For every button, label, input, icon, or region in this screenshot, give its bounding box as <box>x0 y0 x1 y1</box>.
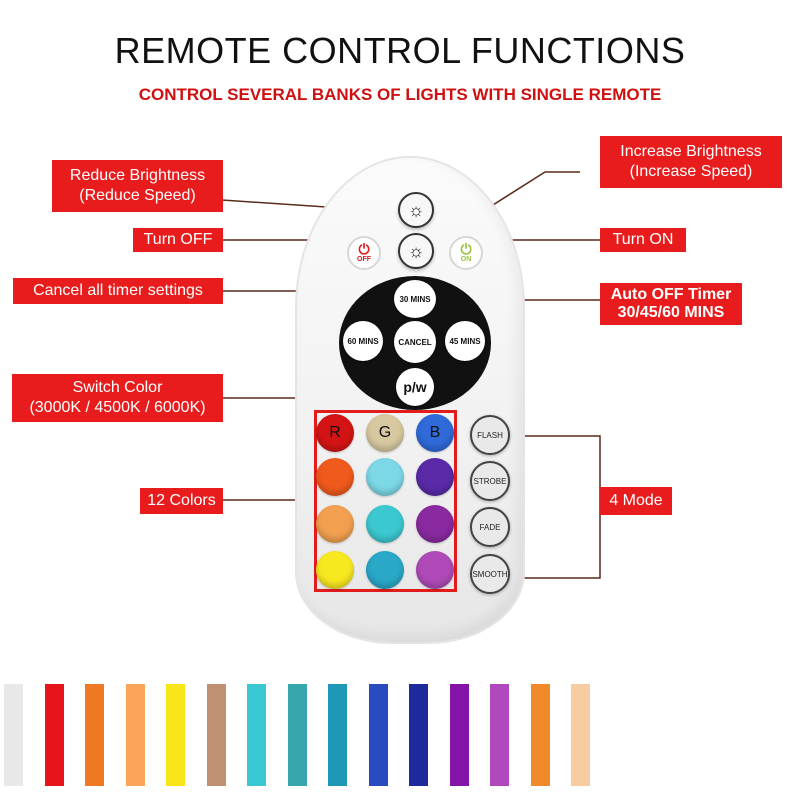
label-cancel-timer: Cancel all timer settings <box>13 278 223 304</box>
page-subtitle: CONTROL SEVERAL BANKS OF LIGHTS WITH SIN… <box>138 85 662 104</box>
power-on-icon: ⏻ <box>460 240 472 257</box>
page-title: REMOTE CONTROL FUNCTIONS <box>114 30 686 71</box>
mode-flash-button[interactable]: FLASH <box>470 415 510 455</box>
color-swatch-9 <box>368 684 388 786</box>
color-button-1-1[interactable] <box>366 458 404 496</box>
color-swatch-2 <box>85 684 104 786</box>
color-swatch-7 <box>287 684 307 786</box>
label-switch-color: Switch Color (3000K / 4500K / 6000K) <box>12 374 223 422</box>
color-swatch-8 <box>328 684 347 786</box>
color-button-1-2[interactable] <box>416 458 454 496</box>
color-button-3-1[interactable] <box>366 551 404 589</box>
brightness-up-button[interactable]: ☼ <box>398 192 434 228</box>
mode-strobe-button[interactable]: STROBE <box>470 461 510 501</box>
mode-smooth-button[interactable]: SMOOTH <box>470 554 510 594</box>
color-swatch-12 <box>490 684 509 786</box>
timer-cancel-button[interactable]: CANCEL <box>394 321 436 363</box>
color-button-2-0[interactable] <box>316 505 354 543</box>
sun-down-icon: ☼ <box>407 240 425 261</box>
label-turn-off: Turn OFF <box>133 228 223 252</box>
color-swatch-14 <box>571 684 590 786</box>
color-button-3-0[interactable] <box>316 551 354 589</box>
color-button-0-0[interactable]: R <box>316 414 354 452</box>
color-swatch-13 <box>530 684 550 786</box>
color-button-0-1[interactable]: G <box>366 414 404 452</box>
color-swatch-6 <box>247 684 266 786</box>
pw-button[interactable]: p/w <box>396 368 434 406</box>
color-swatch-4 <box>166 684 185 786</box>
color-button-1-0[interactable] <box>316 458 354 496</box>
timer-60-button[interactable]: 60 MINS <box>343 321 383 361</box>
label-4-mode: 4 Mode <box>600 487 672 515</box>
color-swatch-10 <box>409 684 428 786</box>
sun-up-icon: ☼ <box>407 199 425 220</box>
timer-30-button[interactable]: 30 MINS <box>394 280 436 318</box>
color-button-3-2[interactable] <box>416 551 454 589</box>
power-off-button[interactable]: ⏻ OFF <box>347 236 381 270</box>
color-swatch-1 <box>44 684 64 786</box>
color-swatch-3 <box>125 684 145 786</box>
power-on-button[interactable]: ⏻ ON <box>449 236 483 270</box>
color-swatch-5 <box>206 684 226 786</box>
power-off-icon: ⏻ <box>358 240 370 257</box>
label-increase-brightness: Increase Brightness (Increase Speed) <box>600 136 782 188</box>
color-button-2-1[interactable] <box>366 505 404 543</box>
color-buttons-group <box>314 410 457 592</box>
label-auto-off-timer: Auto OFF Timer 30/45/60 MINS <box>600 283 742 325</box>
brightness-down-button[interactable]: ☼ <box>398 233 434 269</box>
label-reduce-brightness: Reduce Brightness (Reduce Speed) <box>52 160 223 212</box>
label-turn-on: Turn ON <box>600 228 686 252</box>
color-swatch-0 <box>4 684 23 786</box>
timer-45-button[interactable]: 45 MINS <box>445 321 485 361</box>
color-button-0-2[interactable]: B <box>416 414 454 452</box>
color-swatch-11 <box>449 684 469 786</box>
mode-fade-button[interactable]: FADE <box>470 507 510 547</box>
label-12-colors: 12 Colors <box>140 488 223 514</box>
color-button-2-2[interactable] <box>416 505 454 543</box>
